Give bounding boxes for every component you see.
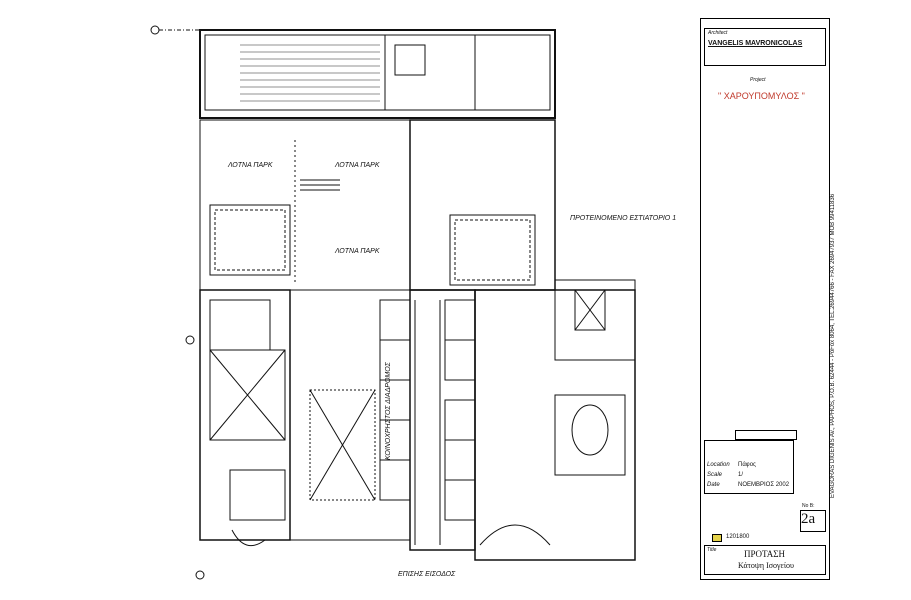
parking-label-1: ΛΟΤΝΑ ΠΑΡΚ xyxy=(228,162,273,169)
small-note-box xyxy=(735,430,797,440)
job-code: 1201800 xyxy=(726,534,750,540)
project-name: " ΧΑΡΟΥΠΟΜΥΛΟΣ " xyxy=(718,91,805,101)
title-box xyxy=(704,545,826,575)
architect-name: VANGELIS MAVRONICOLAS xyxy=(708,40,803,47)
building-walls xyxy=(150,25,636,580)
title-block-border xyxy=(700,18,830,580)
project-label: Project xyxy=(750,77,766,83)
seating-rows xyxy=(240,44,380,102)
parking-label-2: ΛΟΤΝΑ ΠΑΡΚ xyxy=(335,162,380,169)
title-label: Title xyxy=(707,547,717,553)
job-code-box xyxy=(712,534,722,542)
date-label: Date xyxy=(707,482,720,488)
location-label: Location xyxy=(707,462,730,468)
drawing-number: 2a xyxy=(801,511,816,527)
entrance-label: ΕΠΙΣΗΣ ΕΙΣΟΔΟΣ xyxy=(398,571,456,578)
title-sub: Κάτοψη Ισογείου xyxy=(738,561,794,570)
address-strip: EVAGORAS DIGENIS Av., PAPHOS, P.O.B. 624… xyxy=(830,193,836,498)
scale-value: 1/ xyxy=(738,472,744,478)
scale-label: Scale xyxy=(707,472,723,478)
corridor-label: ΚΟΙΝΟΧΡΗΣΤΟΣ ΔΙΑΔΡΟΜΟΣ xyxy=(385,362,392,460)
architect-label: Architect xyxy=(708,30,728,36)
location-value: Πάφος xyxy=(738,462,756,468)
architect-box xyxy=(704,28,826,66)
title-main: ΠΡΟΤΑΣΗ xyxy=(744,549,786,559)
restaurant-label: ΠΡΟΤΕΙΝΟΜΕΝΟ ΕΣΤΙΑΤΟΡΙΟ 1 xyxy=(570,215,677,222)
info-table xyxy=(704,440,794,494)
parking-label-3: ΛΟΤΝΑ ΠΑΡΚ xyxy=(335,248,380,255)
drawing-number-label: No B: xyxy=(802,503,815,509)
drawing-number-box xyxy=(800,510,826,532)
date-value: ΝΟΕΜΒΡΙΟΣ 2002 xyxy=(738,482,790,488)
